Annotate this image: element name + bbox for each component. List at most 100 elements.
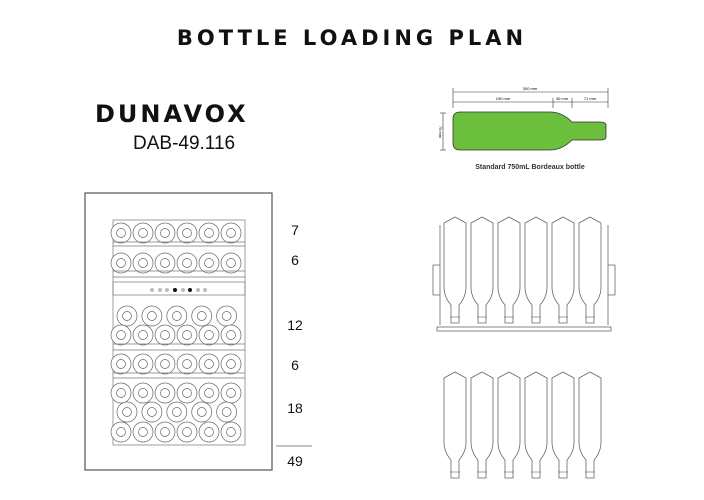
rack-front-views [432,216,616,479]
control-button [188,288,192,292]
bottle-end [132,421,154,443]
bottle-end [220,252,242,274]
bottle-punt [204,388,214,398]
bottle-punt [160,359,170,369]
bottle-front-view [551,216,575,324]
control-button [203,288,207,292]
bottle-punt [226,258,236,268]
zone-count: 18 [287,400,303,416]
control-panel [112,281,246,296]
bottle-punt [221,311,232,321]
bottle-end [216,305,237,327]
bottle-front-view [524,371,548,479]
bottle-front-view [470,371,494,479]
bottle-punt [204,258,214,268]
bottle-end [132,222,154,244]
bottle-end [141,305,163,327]
zone-count: 12 [287,317,303,333]
bottle-punt [196,311,207,321]
bottle-end [198,353,220,375]
bottle-front-view [497,371,521,479]
bottle-front-view [578,371,602,479]
bottle-front-view [470,216,494,324]
bottle-front-view [551,371,575,479]
bottle-punt [226,330,236,340]
bottle-punt [182,427,192,437]
bottle-end [154,222,176,244]
bottle-end [176,382,198,404]
bottle-end [220,324,242,346]
bottle-punt [226,228,236,238]
zone-count: 6 [291,252,299,268]
rack-base [436,326,612,332]
bottle-punt [138,258,148,268]
bottle-end [176,222,198,244]
bottle-end [132,324,154,346]
bottle-front-view [524,216,548,324]
bottle-punt [138,427,148,437]
bottle-punt [160,258,170,268]
bottle-dimensions: 300 mm 190 mm 30 mm 71 mm 75 mm [438,86,609,151]
bottle-end [220,421,242,443]
bottle-punt [182,228,192,238]
bottle-end [110,222,132,244]
bottle-end [110,252,132,274]
bottle-end [132,252,154,274]
bottle-end [154,324,176,346]
bottle-punt [116,427,126,437]
bottle-end [110,382,132,404]
rack-frame [432,225,616,325]
bottle-end [220,222,242,244]
bottle-end [198,382,220,404]
bottle-punt [122,407,132,417]
bottle-end [110,353,132,375]
control-button [158,288,162,292]
fridge-outline [84,192,273,471]
bottle-punt [138,228,148,238]
diameter-label: 75 mm [438,126,443,139]
bottle-punt [182,258,192,268]
bottle-punt [160,388,170,398]
bottle-punt [122,311,132,321]
shoulder-label: 30 mm [556,96,569,101]
bottle-end [216,401,237,423]
bottle-punt [116,258,126,268]
bottle-punt [138,330,148,340]
bottle-end [141,401,163,423]
length-label: 300 mm [523,86,538,91]
bottle-punt [116,330,126,340]
bottle-punt [204,330,214,340]
bottle-front-view [578,216,602,324]
bottle-front-view [497,216,521,324]
control-button [196,288,200,292]
bottle-punt [147,311,157,321]
bottle-end [220,382,242,404]
bottle-end [198,222,220,244]
bottle-punt [204,228,214,238]
brand-logo: DUNAVOX [95,100,249,128]
bottle-punt [171,407,182,417]
bottle-end [154,353,176,375]
bottle-punt [147,407,157,417]
bottle-end [110,324,132,346]
bottle-punt [226,427,236,437]
bottle-punt [160,427,170,437]
bottle-end [176,421,198,443]
bottle-end [116,401,138,423]
page-title: BOTTLE LOADING PLAN [176,26,528,50]
bottle-punt [138,388,148,398]
bottle-front-view [443,371,467,479]
bottle-punt [204,359,214,369]
bottle-end [220,353,242,375]
bottle-punt [221,407,232,417]
bottle-punt [116,359,126,369]
bottle-end [191,401,213,423]
bottle-end [198,252,220,274]
bottle-end [166,305,188,327]
control-button [165,288,169,292]
bottle-punt [182,359,192,369]
bottle-end [132,353,154,375]
bottle-end [110,421,132,443]
